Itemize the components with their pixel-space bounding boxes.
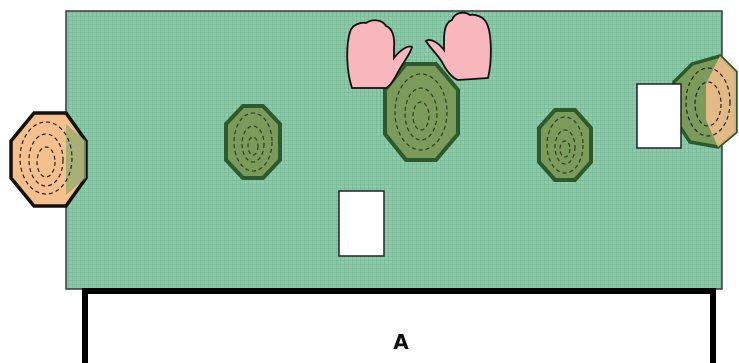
player-base: A	[85, 291, 713, 363]
table-label: A	[393, 330, 409, 354]
bush-left	[226, 106, 280, 178]
card-center	[339, 191, 384, 256]
card-right	[637, 84, 681, 148]
bush-right	[539, 110, 591, 180]
bush-center-top	[385, 64, 458, 160]
orange-terrain-left	[11, 113, 86, 206]
